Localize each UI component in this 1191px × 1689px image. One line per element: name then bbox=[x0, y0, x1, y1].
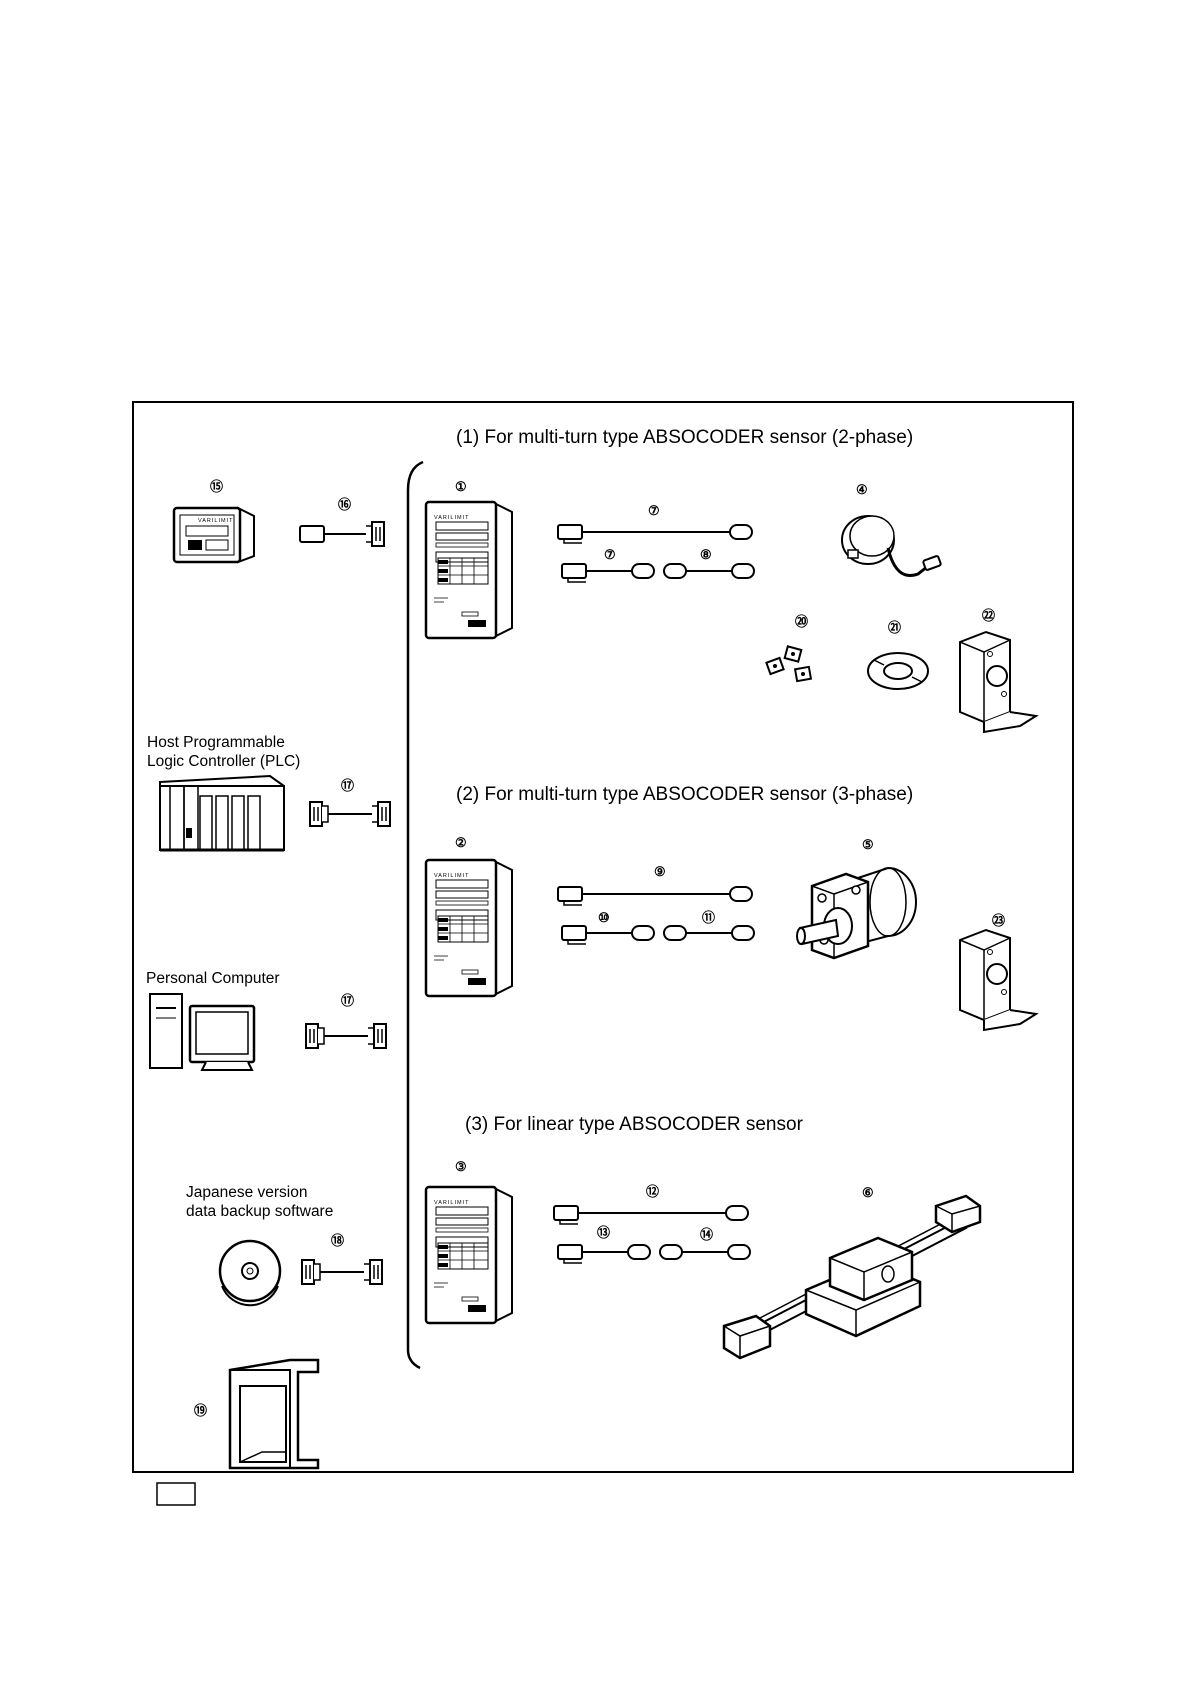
display-unit-icon bbox=[172, 506, 255, 564]
unit2-brand: VARILIMIT bbox=[434, 873, 470, 879]
item-number-14: ⑭ bbox=[700, 1227, 713, 1242]
item-number-22: ㉒ bbox=[982, 608, 995, 623]
controller-unit-2 bbox=[424, 858, 514, 998]
item-number-18: ⑱ bbox=[331, 1233, 344, 1248]
item-number-2: ② bbox=[455, 835, 467, 850]
item-number-8: ⑧ bbox=[700, 547, 712, 562]
software-cable-icon bbox=[301, 1259, 383, 1285]
display-unit-cable-icon bbox=[299, 521, 385, 547]
item-number-16: ⑯ bbox=[338, 497, 351, 512]
item-number-17b: ⑰ bbox=[341, 993, 354, 1008]
sensor-cable-9 bbox=[557, 886, 753, 906]
mounting-bracket-22 bbox=[959, 631, 1037, 733]
section-title-linear: (3) For linear type ABSOCODER sensor bbox=[465, 1114, 804, 1135]
item-number-21: ㉑ bbox=[888, 620, 901, 635]
outer-frame bbox=[132, 401, 1074, 1473]
pc-cable-icon bbox=[305, 1023, 387, 1049]
software-label-line1: Japanese version bbox=[186, 1184, 308, 1201]
software-label-line2: data backup software bbox=[186, 1203, 333, 1220]
sensor-cable-12 bbox=[553, 1205, 749, 1225]
coupling-nuts-icon bbox=[765, 645, 813, 683]
item-number-7a: ⑦ bbox=[648, 503, 660, 518]
item-number-1: ① bbox=[455, 479, 467, 494]
pc-label: Personal Computer bbox=[146, 970, 280, 987]
legend-box bbox=[156, 1482, 196, 1506]
front-cover-icon bbox=[228, 1358, 320, 1470]
item-number-6: ⑥ bbox=[862, 1185, 874, 1200]
cd-rom-icon bbox=[218, 1239, 282, 1307]
extension-cable-7-8 bbox=[561, 563, 755, 583]
personal-computer-icon bbox=[149, 993, 256, 1071]
section-title-2phase: (1) For multi-turn type ABSOCODER sensor… bbox=[456, 427, 913, 448]
extension-cable-13-14 bbox=[557, 1244, 751, 1264]
rotary-sensor-3phase-icon bbox=[796, 866, 917, 960]
rotary-sensor-2phase-icon bbox=[841, 515, 942, 577]
controller-unit-3 bbox=[424, 1185, 514, 1325]
sensor-cable-7 bbox=[557, 524, 753, 544]
plc-label-line2: Logic Controller (PLC) bbox=[147, 753, 300, 770]
controller-unit-1 bbox=[424, 500, 514, 640]
item-number-5: ⑤ bbox=[862, 837, 874, 852]
item-number-15: ⑮ bbox=[210, 479, 223, 494]
display-unit-brand: VARILIMIT bbox=[198, 518, 234, 524]
item-number-19: ⑲ bbox=[194, 1403, 207, 1418]
item-number-20: ⑳ bbox=[795, 614, 808, 629]
plc-cable-icon bbox=[309, 801, 391, 827]
extension-cable-10-11 bbox=[561, 925, 755, 945]
linear-sensor-icon bbox=[722, 1194, 982, 1360]
item-number-17a: ⑰ bbox=[341, 778, 354, 793]
item-number-9: ⑨ bbox=[654, 864, 666, 879]
item-number-4: ④ bbox=[856, 482, 868, 497]
spacer-ring-icon bbox=[867, 652, 929, 690]
item-number-3: ③ bbox=[455, 1159, 467, 1174]
item-number-23: ㉓ bbox=[992, 913, 1005, 928]
grouping-bracket bbox=[406, 460, 424, 1370]
item-number-10: ⑩ bbox=[598, 910, 610, 925]
item-number-13: ⑬ bbox=[597, 1225, 610, 1240]
plc-label-line1: Host Programmable bbox=[147, 734, 285, 751]
item-number-11: ⑪ bbox=[702, 910, 715, 925]
item-number-12: ⑫ bbox=[646, 1184, 659, 1199]
plc-icon bbox=[159, 774, 285, 852]
item-number-7b: ⑦ bbox=[604, 547, 616, 562]
section-title-3phase: (2) For multi-turn type ABSOCODER sensor… bbox=[456, 784, 913, 805]
unit3-brand: VARILIMIT bbox=[434, 1200, 470, 1206]
mounting-bracket-23 bbox=[959, 929, 1037, 1031]
unit1-brand: VARILIMIT bbox=[434, 515, 470, 521]
